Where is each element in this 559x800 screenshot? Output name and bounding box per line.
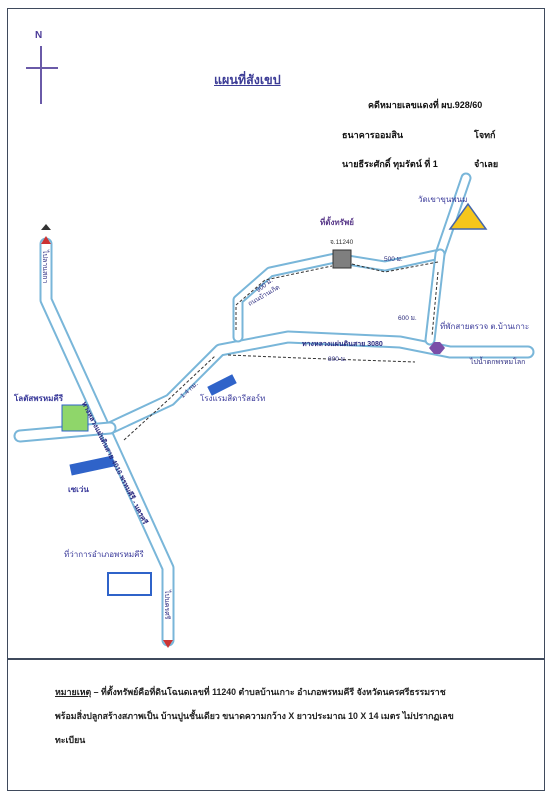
note-divider xyxy=(7,658,545,660)
highway-3080-label: ทางหลวงแผ่นดินสาย 3080 xyxy=(302,341,383,348)
temple-icon xyxy=(448,202,488,230)
temple-label: วัดเขาขุนพนม xyxy=(418,195,468,204)
to-namtok-label: ไปน้ำตกพรหมโลก xyxy=(470,359,526,366)
house-marker xyxy=(41,224,51,230)
distance-500: 500 ม. xyxy=(384,256,403,263)
deed-number: จ.11240 xyxy=(330,239,354,246)
property-title: ที่ตั้งทรัพย์ xyxy=(320,218,354,227)
map-title: แผนที่สังเขป xyxy=(214,73,281,87)
dashed-route-14km xyxy=(123,355,216,441)
to-lan-saka-label: ไปลานสกา xyxy=(41,250,48,284)
distance-800: 800 ม. xyxy=(328,356,347,363)
seven-label: เซเว่น xyxy=(68,485,89,494)
distance-600: 600 ม. xyxy=(398,315,417,322)
lotus-marker xyxy=(61,404,89,432)
arrow-north-end xyxy=(41,236,51,244)
dashed-route-900 xyxy=(235,265,333,330)
note-label: หมายเหตุ xyxy=(55,687,92,697)
police-box-label: ที่พักสายตรวจ ต.บ้านเกาะ xyxy=(440,322,530,331)
police-box-icon xyxy=(429,342,445,354)
seven-marker xyxy=(69,455,115,476)
note-line-3: ทะเบียน xyxy=(55,735,86,745)
compass-icon xyxy=(26,46,58,104)
dashed-route-500 xyxy=(351,261,439,273)
case-reference: คดีหมายเลขแดงที่ ผบ.928/60 xyxy=(368,100,483,110)
defendant-label: นายธีระศักดิ์ ทุมรัตน์ ที่ 1 xyxy=(342,159,438,169)
defendant-role: จำเลย xyxy=(474,159,499,169)
hotel-marker xyxy=(207,374,237,396)
plaintiff-label: ธนาคารออมสิน xyxy=(342,130,403,140)
compass-label: N xyxy=(35,30,43,41)
note-text-1: – ที่ตั้งทรัพย์คือที่ดินโฉนดเลขที่ 11240… xyxy=(91,687,446,697)
dashed-route-800 xyxy=(227,354,416,363)
dashed-route-600 xyxy=(431,271,439,337)
note-line-2: พร้อมสิ่งปลูกสร้างสภาพเป็น บ้านปูนชั้นเด… xyxy=(55,711,454,721)
plaintiff-role: โจทก์ xyxy=(474,130,496,140)
arrow-south-end xyxy=(163,640,173,648)
note-line-1: หมายเหตุ – ที่ตั้งทรัพย์คือที่ดินโฉนดเลข… xyxy=(55,684,446,700)
hotel-label: โรงแรมสีดารีสอร์ท xyxy=(200,394,266,403)
district-office-marker xyxy=(107,572,152,596)
district-office-label: ที่ว่าการอำเภอพรหมคีรี xyxy=(64,550,144,559)
property-marker xyxy=(332,249,352,269)
lotus-label: โลตัสพรหมคีรี xyxy=(14,394,64,403)
to-nakhon-si-label: ไปนครศรี xyxy=(163,590,170,620)
map-frame xyxy=(7,8,545,791)
